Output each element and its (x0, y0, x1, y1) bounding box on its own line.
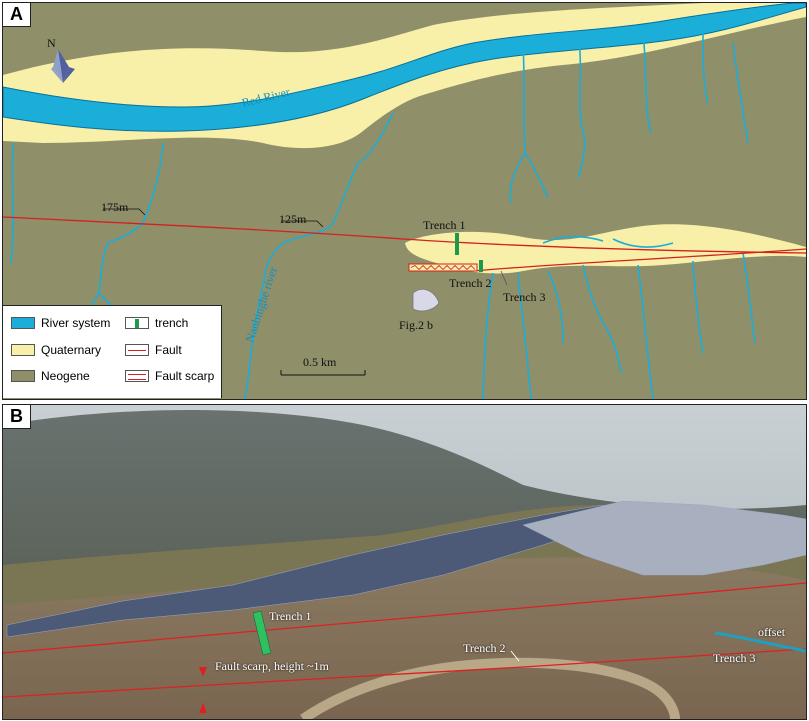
fault-scarp (408, 263, 478, 272)
trench-3-label: Trench 3 (503, 290, 546, 304)
legend-label: Quaternary (41, 343, 102, 357)
offset-label-175: 175m (101, 200, 129, 214)
photo-panel: B Trench 1 Trench 2 Trench 3 offset Faul… (2, 404, 807, 720)
trench-1-label: Trench 1 (423, 218, 466, 232)
legend-item-river: River system (11, 316, 110, 330)
trench-swatch (125, 317, 149, 329)
legend-label: River system (41, 316, 111, 330)
north-arrow-icon: N (47, 36, 75, 83)
map-panel: N Red River Nanbinghe river 175m 125m Tr… (2, 2, 807, 400)
quaternary-swatch (11, 344, 35, 356)
scale-label: 0.5 km (303, 355, 337, 369)
photo-scarp-label: Fault scarp, height ~1m (215, 659, 329, 673)
geologic-map: N Red River Nanbinghe river 175m 125m Tr… (3, 3, 806, 399)
photo-trench-1 (252, 610, 272, 656)
neogene-swatch (11, 370, 35, 382)
trench-1-marker (455, 233, 459, 255)
red-river (3, 3, 806, 132)
panel-b-label: B (3, 405, 31, 429)
legend-item-quaternary: Quaternary (11, 343, 101, 357)
fault-scarp-swatch (125, 370, 149, 382)
panel-a-label: A (3, 3, 31, 27)
photo-offset-stream (714, 631, 806, 653)
legend-label: Neogene (41, 369, 90, 383)
solar-panels (6, 500, 806, 638)
legend-label: trench (155, 316, 189, 330)
trench-2-label: Trench 2 (449, 276, 492, 290)
fault-line (3, 216, 806, 254)
offset-label-125: 125m (279, 212, 307, 226)
legend-label: Fault scarp (155, 369, 215, 383)
trench-2-marker (479, 260, 483, 272)
fig-ref-label: Fig.2 b (399, 318, 433, 332)
map-legend: River system Quaternary Neogene trench F… (3, 305, 222, 398)
fault-swatch (125, 344, 149, 356)
legend-item-fault: Fault (125, 343, 182, 357)
legend-item-neogene: Neogene (11, 369, 90, 383)
legend-item-fault-scarp: Fault scarp (125, 369, 214, 383)
tributaries (10, 30, 756, 399)
scarp-arrow-icon (199, 667, 207, 677)
photo-fault-upper (3, 582, 806, 654)
photo-offset-label: offset (758, 625, 786, 639)
legend-label: Fault (155, 343, 182, 357)
photo-trench-1-label: Trench 1 (269, 609, 312, 623)
north-label: N (47, 36, 56, 50)
view-icon (412, 289, 440, 312)
photo-trench-3-label: Trench 3 (713, 651, 756, 665)
river-swatch (11, 317, 35, 329)
scale-bar (280, 370, 366, 376)
field-photo (3, 405, 806, 719)
photo-trench-2-label: Trench 2 (463, 641, 506, 655)
tributary-label: Nanbinghe river (243, 265, 281, 344)
fault-line-south (472, 248, 806, 272)
legend-item-trench: trench (125, 316, 188, 330)
scarp-arrow-icon (199, 703, 207, 713)
